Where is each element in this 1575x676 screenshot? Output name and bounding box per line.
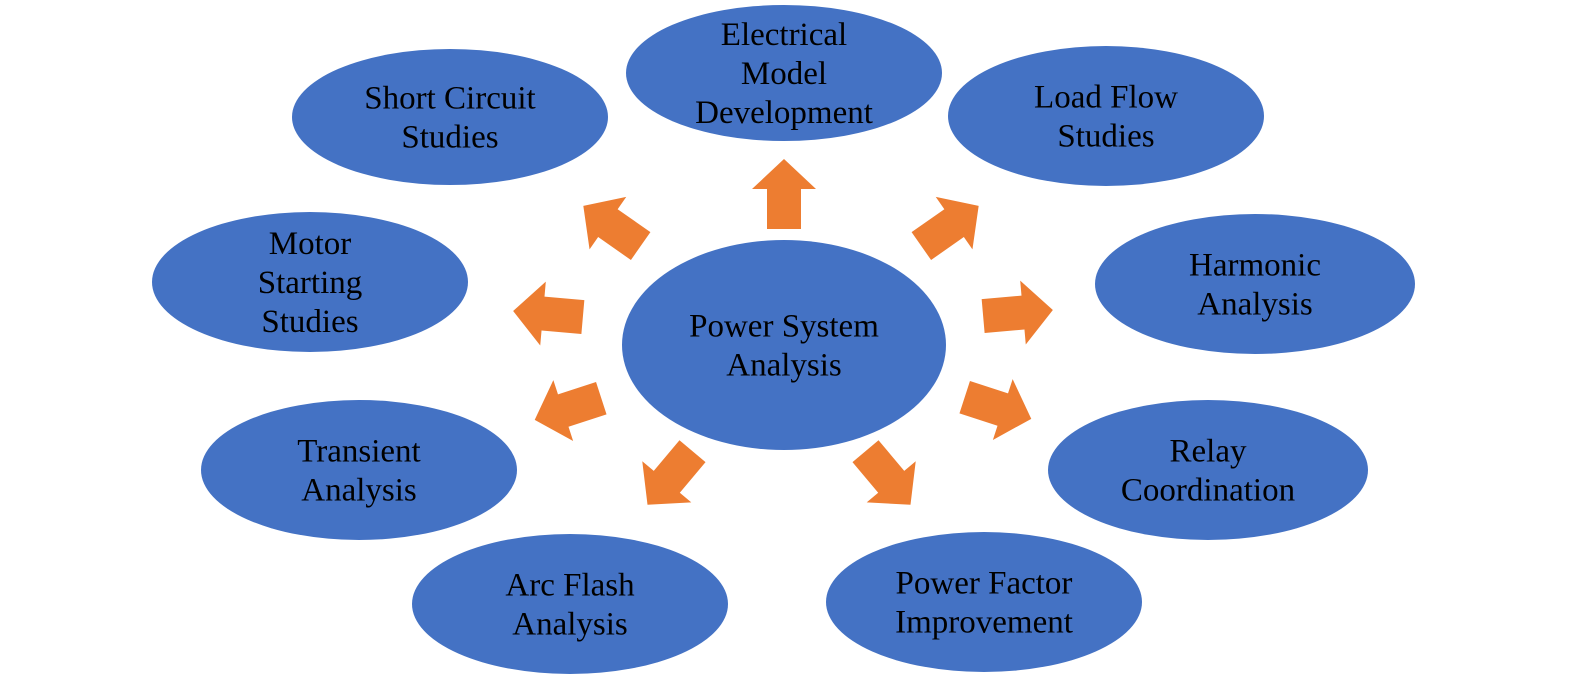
arrow-to-relay-coordination-icon [959,379,1032,440]
arrow-to-electrical-model-development-icon [752,159,816,229]
harmonic-analysis-label-line: Analysis [1197,287,1313,323]
arc-flash-analysis-label-line: Arc Flash [505,568,635,604]
load-flow-studies-label-line: Studies [1057,119,1154,155]
motor-starting-studies-ellipse [152,212,468,352]
center-node-ellipse [622,240,946,450]
electrical-model-development-label-line: Model [741,56,827,92]
arc-flash-analysis-ellipse [412,534,728,674]
motor-starting-studies-label-line: Starting [258,265,363,301]
electrical-model-development-ellipse [626,5,942,141]
arrow-to-motor-starting-studies-icon [513,281,585,346]
transient-analysis-label-line: Transient [297,434,420,470]
harmonic-analysis-label-line: Harmonic [1189,248,1321,284]
load-flow-studies-label-line: Load Flow [1034,80,1178,116]
arrow-to-harmonic-analysis-icon [981,280,1053,345]
short-circuit-studies-ellipse [292,49,608,185]
electrical-model-development-label-line: Development [695,95,873,131]
arrow-to-power-factor-improvement-icon [852,440,916,505]
short-circuit-studies-label-line: Studies [401,120,498,156]
relay-coordination-label-line: Relay [1170,434,1247,470]
power-factor-improvement-label-line: Improvement [895,605,1073,641]
harmonic-analysis-ellipse [1095,214,1415,354]
relay-coordination-label-line: Coordination [1121,473,1295,509]
transient-analysis-ellipse [201,400,517,540]
nodes-layer: Power SystemAnalysisElectricalModelDevel… [152,5,1415,674]
arrow-to-transient-analysis-icon [534,380,607,441]
electrical-model-development-label-line: Electrical [721,17,847,53]
arrow-to-load-flow-studies-icon [911,196,979,261]
short-circuit-studies-label-line: Short Circuit [364,81,535,117]
transient-analysis-label-line: Analysis [301,473,417,509]
motor-starting-studies-label-line: Studies [261,304,358,340]
relay-coordination-ellipse [1048,400,1368,540]
arc-flash-analysis-label-line: Analysis [512,607,628,643]
arrow-to-arc-flash-analysis-icon [642,440,706,505]
arrows-layer [513,159,1053,505]
center-node-label-line: Analysis [726,348,842,384]
center-node-label-line: Power System [689,309,879,345]
power-factor-improvement-ellipse [826,532,1142,672]
power-factor-improvement-label-line: Power Factor [896,566,1073,602]
motor-starting-studies-label-line: Motor [269,226,352,262]
load-flow-studies-ellipse [948,46,1264,186]
arrow-to-short-circuit-studies-icon [583,196,651,261]
